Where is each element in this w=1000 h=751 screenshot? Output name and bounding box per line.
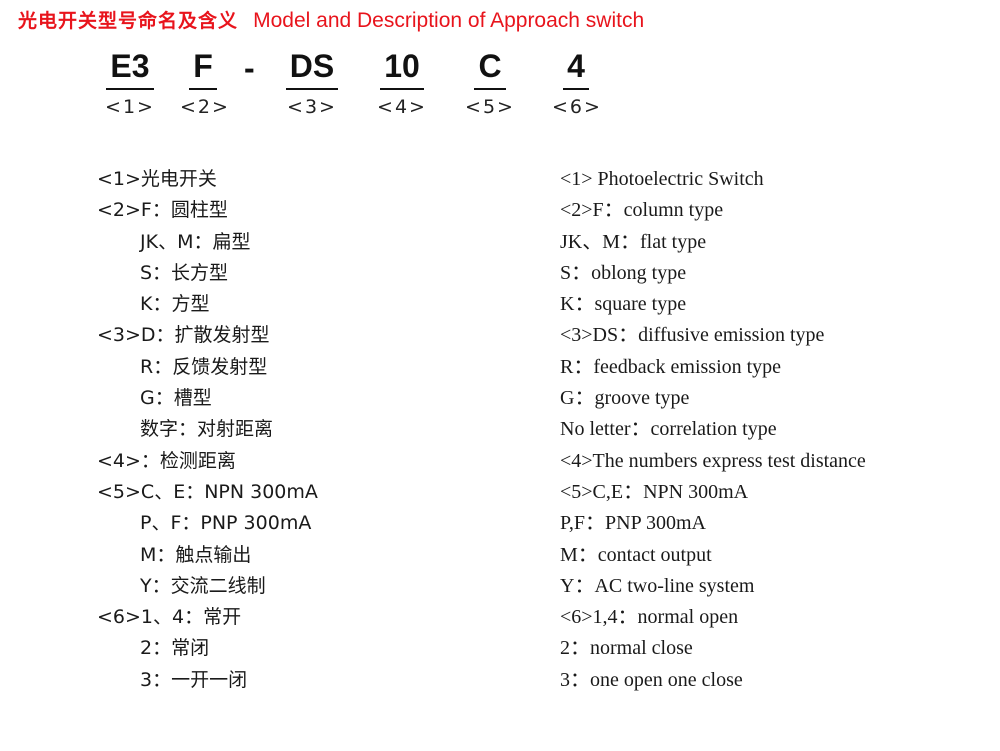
desc-line-en: M：contact output bbox=[560, 543, 712, 566]
desc-line-en: <2>F：column type bbox=[560, 199, 724, 222]
code-segment-2: F <2> bbox=[180, 48, 230, 118]
code-segment-5: C <5> bbox=[464, 48, 516, 118]
desc-line-zh: 3：一开一闭 bbox=[140, 668, 248, 691]
desc-line-en: S：oblong type bbox=[560, 261, 687, 284]
desc-line-en: <4>The numbers express test distance bbox=[560, 449, 866, 472]
desc-line-en: <6>1,4：normal open bbox=[560, 606, 739, 629]
desc-line-zh: <6>1、4：常开 bbox=[97, 606, 242, 629]
description-chinese: <1>光电开关 <2>F：圆柱型 JK、M：扁型 S：长方型 K：方型 <3>D… bbox=[97, 164, 318, 696]
desc-line-zh: R：反馈发射型 bbox=[140, 355, 268, 378]
desc-line-zh: K：方型 bbox=[140, 293, 210, 316]
desc-line-en: <1> Photoelectric Switch bbox=[560, 168, 764, 190]
desc-line-zh: <5>C、E：NPN 300mA bbox=[97, 480, 318, 503]
desc-line-en: Y：AC two-line system bbox=[560, 574, 755, 597]
code-segment-3: DS <3> bbox=[282, 48, 342, 118]
desc-line-en: R：feedback emission type bbox=[560, 355, 782, 378]
code-segment-4: 10 <4> bbox=[374, 48, 430, 118]
code-segment-index: <1> bbox=[105, 96, 155, 118]
desc-line-zh: 数字：对射距离 bbox=[140, 418, 274, 441]
desc-line-en: 2：normal close bbox=[560, 637, 693, 660]
desc-line-zh: Y：交流二线制 bbox=[140, 574, 266, 597]
title-english: Model and Description of Approach switch bbox=[253, 9, 645, 32]
desc-line-en: <5>C,E：NPN 300mA bbox=[560, 480, 749, 503]
desc-line-en: JK、M：flat type bbox=[560, 230, 707, 253]
desc-line-zh: M：触点输出 bbox=[140, 543, 252, 566]
code-segment-text: E3 bbox=[106, 48, 154, 90]
desc-line-en: <3>DS：diffusive emission type bbox=[560, 324, 825, 347]
title-chinese: 光电开关型号命名及含义 bbox=[18, 10, 239, 32]
code-segment-index: <3> bbox=[287, 96, 337, 118]
desc-line-zh: 2：常闭 bbox=[140, 637, 210, 660]
desc-line-zh: JK、M：扁型 bbox=[140, 230, 251, 253]
code-segment-index: <5> bbox=[465, 96, 515, 118]
desc-line-en: 3：one open one close bbox=[560, 668, 743, 691]
page-title: 光电开关型号命名及含义 Model and Description of App… bbox=[18, 6, 644, 33]
code-dash: - bbox=[244, 50, 255, 86]
description-english: <1> Photoelectric Switch <2>F：column typ… bbox=[560, 164, 866, 696]
desc-line-zh: S：长方型 bbox=[140, 261, 229, 284]
code-segment-index: <4> bbox=[377, 96, 427, 118]
code-segment-text: F bbox=[189, 48, 217, 90]
code-segment-1: E3 <1> bbox=[102, 48, 158, 118]
model-code: E3 <1> F <2> - DS <3> 10 <4> C <5> 4 <6> bbox=[0, 48, 1000, 138]
code-segment-index: <6> bbox=[552, 96, 602, 118]
desc-line-en: No letter：correlation type bbox=[560, 418, 777, 441]
desc-line-zh: P、F：PNP 300mA bbox=[140, 512, 312, 535]
desc-line-zh: <1>光电开关 bbox=[97, 168, 217, 190]
code-segment-text: DS bbox=[285, 48, 339, 90]
code-segment-index: <2> bbox=[180, 96, 230, 118]
desc-line-en: G：groove type bbox=[560, 387, 690, 410]
desc-line-en: K：square type bbox=[560, 293, 687, 316]
code-segment-6: 4 <6> bbox=[552, 48, 600, 118]
code-segment-text: 4 bbox=[563, 48, 589, 90]
code-segment-text: C bbox=[474, 48, 506, 90]
code-segment-text: 10 bbox=[380, 48, 424, 90]
desc-line-zh: <4>：检测距离 bbox=[97, 449, 236, 472]
desc-line-zh: <3>D：扩散发射型 bbox=[97, 324, 270, 347]
desc-line-zh: G：槽型 bbox=[140, 387, 212, 410]
desc-line-en: P,F：PNP 300mA bbox=[560, 512, 706, 535]
desc-line-zh: <2>F：圆柱型 bbox=[97, 199, 228, 222]
